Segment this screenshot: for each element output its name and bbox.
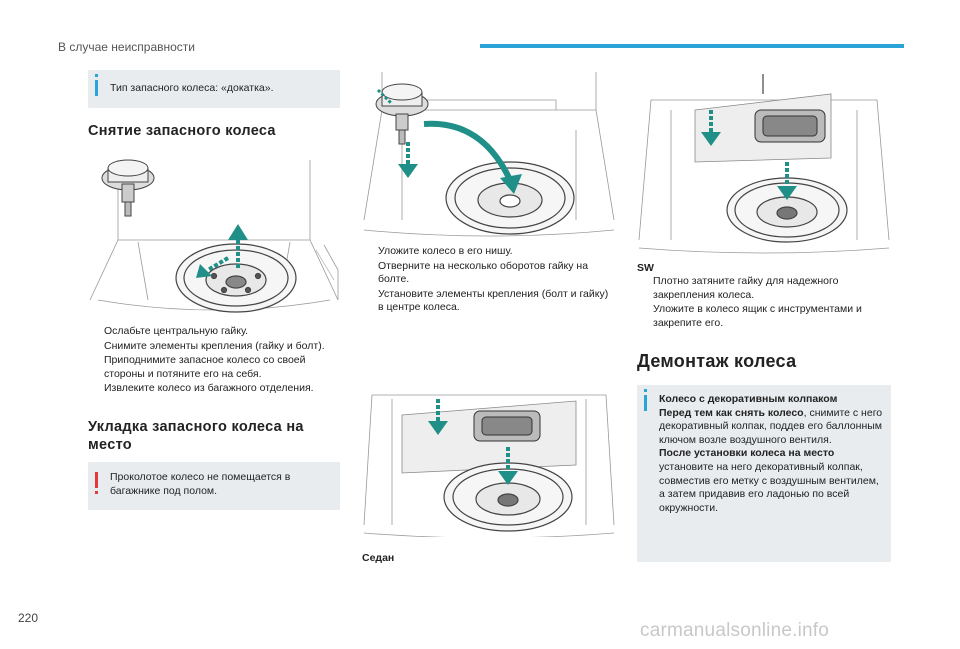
step-item: Отверните на несколько оборотов гайку на… xyxy=(378,259,589,286)
note-title: Колесо с декоративным колпаком xyxy=(659,393,838,405)
step-item: Снимите элементы крепления (гайку и болт… xyxy=(104,339,325,352)
spare-wheel xyxy=(443,462,573,532)
label-sw: SW xyxy=(637,262,654,274)
step-item: Извлеките колесо из багажного отделения. xyxy=(104,382,314,394)
fastener-kit xyxy=(375,83,429,145)
spare-wheel xyxy=(445,161,575,235)
step-item: Уложите в колесо ящик с инструментами и … xyxy=(653,303,862,329)
header-accent-bar xyxy=(480,44,904,48)
illustration-sedan xyxy=(362,375,616,537)
tool-box xyxy=(473,410,541,442)
step-item: Приподнимите запасное колесо со своей ст… xyxy=(104,354,306,380)
info-icon xyxy=(95,74,98,96)
steps-install: Уложите колесо в его нишу. Отверните на … xyxy=(362,245,616,316)
heading-install: Укладка запасного колеса на место xyxy=(88,419,304,453)
warning-note: Проколотое колесо не помещается в багажн… xyxy=(88,462,340,510)
label-sedan: Седан xyxy=(362,552,395,564)
illustration-sw xyxy=(637,70,891,256)
note-paragraph-2: После установки колеса на место установи… xyxy=(659,447,879,514)
step-item: Плотно затяните гайку для надежного закр… xyxy=(653,275,839,301)
spare-wheel xyxy=(175,243,297,313)
steps-removal: Ослабьте центральную гайку. Снимите элем… xyxy=(88,325,340,397)
step-item: Уложите колесо в его нишу. xyxy=(378,245,513,257)
info-note-hubcap: Колесо с декоративным колпаком Перед тем… xyxy=(637,385,891,562)
step-item: Установите элементы крепления (болт и га… xyxy=(378,287,609,314)
page-number: 220 xyxy=(18,611,39,625)
info-note-text: Колесо с декоративным колпаком Перед тем… xyxy=(659,393,883,515)
fastener-kit xyxy=(101,159,155,217)
steps-sw: Плотно затяните гайку для надежного закр… xyxy=(637,275,891,331)
arrows xyxy=(701,110,797,200)
section-title: В случае неисправности xyxy=(58,40,195,54)
info-note-wheel-type: Тип запасного колеса: «докатка». xyxy=(88,70,340,108)
step-item: Ослабьте центральную гайку. xyxy=(104,325,249,337)
heading-dismount: Демонтаж колеса xyxy=(637,351,797,371)
arrows xyxy=(196,224,248,278)
arrows xyxy=(428,399,518,485)
info-note-text: Тип запасного колеса: «докатка». xyxy=(110,82,274,94)
heading-removal: Снятие запасного колеса xyxy=(88,123,276,139)
watermark: carmanualsonline.info xyxy=(640,620,830,641)
spare-wheel xyxy=(726,177,848,243)
illustration-install xyxy=(362,70,616,238)
tool-box xyxy=(754,109,826,143)
warning-icon xyxy=(95,472,98,494)
warning-note-text: Проколотое колесо не помещается в багажн… xyxy=(110,471,291,497)
info-icon xyxy=(644,389,647,411)
illustration-removal xyxy=(88,150,340,318)
note-paragraph-1: Перед тем как снять колесо, снимите с не… xyxy=(659,406,883,446)
arrows xyxy=(376,88,522,194)
